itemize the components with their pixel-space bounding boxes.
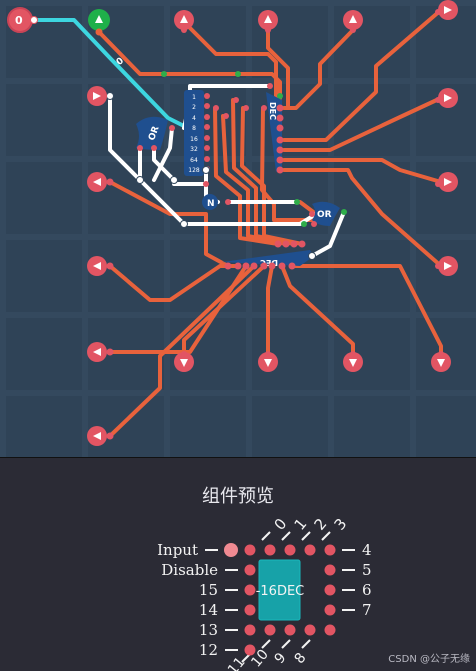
chip-label: -16DEC [256, 584, 305, 599]
active-wire[interactable] [32, 18, 190, 130]
circuit-board[interactable]: 0 1 2 4 8 16 32 64 128 DEC [0, 0, 476, 457]
input-counter-label: 0 [15, 14, 23, 27]
arrow-up-icon [95, 15, 103, 23]
decoder-pin-64: 64 [190, 157, 198, 164]
wire-junction-dots [161, 71, 347, 227]
or-gate-right-label: OR [317, 210, 332, 220]
label-3: 3 [330, 515, 350, 534]
wire-endpoints [106, 9, 444, 440]
preview-pins [224, 543, 336, 656]
label-6: 6 [362, 581, 372, 599]
label-4: 4 [362, 541, 372, 559]
arrow-left-icon [93, 178, 101, 186]
decoder-pin-8: 8 [192, 125, 196, 132]
bottom-pins[interactable] [174, 352, 451, 372]
arrow-up-icon [180, 15, 188, 23]
arrow-down-icon [349, 359, 357, 367]
active-input-pin[interactable] [88, 9, 110, 36]
label-14: 14 [198, 601, 218, 619]
arrow-up-icon [349, 15, 357, 23]
arrow-down-icon [264, 359, 272, 367]
arrow-left-icon [93, 262, 101, 270]
arrow-down-icon [437, 359, 445, 367]
label-15: 15 [198, 581, 218, 599]
decoder-dec-bottom-label: DEC [260, 258, 278, 267]
arrow-right-icon [444, 178, 452, 186]
label-12: 12 [198, 641, 218, 659]
panel-divider [0, 457, 476, 458]
arrow-right-icon [93, 92, 101, 100]
decoder-dec-top-pins[interactable] [213, 83, 284, 174]
not-gate[interactable]: N [202, 181, 231, 210]
arrow-right-icon [444, 6, 452, 14]
label-input: Input [157, 541, 198, 559]
decoder-pin-32: 32 [190, 146, 198, 153]
decoder-pin-1: 1 [192, 94, 196, 101]
arrow-left-icon [93, 348, 101, 356]
decoder-left-chip[interactable]: 1 2 4 8 16 32 64 128 [184, 90, 204, 176]
label-disable: Disable [161, 561, 218, 579]
or-gate-left-label: OR [147, 125, 161, 142]
decoder-pin-16: 16 [190, 136, 198, 143]
component-preview-panel: 组件预览 Input Disable 15 14 13 12 4 5 6 7 [0, 458, 476, 671]
label-13: 13 [198, 621, 218, 639]
decoder-chip-preview [258, 559, 301, 621]
left-pins[interactable] [87, 86, 107, 446]
label-7: 7 [362, 601, 372, 619]
arrow-right-icon [444, 262, 452, 270]
decoder-dec-bottom[interactable]: DEC [222, 250, 314, 267]
label-5: 5 [362, 561, 372, 579]
watermark: CSDN @公子无缘 [388, 654, 470, 665]
label-1: 1 [290, 515, 310, 534]
arrow-right-icon [444, 94, 452, 102]
label-8: 8 [292, 650, 310, 667]
preview-title: 组件预览 [202, 486, 274, 507]
right-pins[interactable] [438, 0, 458, 276]
or-gate-right[interactable]: OR [309, 201, 340, 227]
wire-value-label: 0 [115, 56, 126, 68]
label-2: 2 [310, 515, 330, 534]
white-junctions [106, 92, 316, 260]
decoder-pin-4: 4 [192, 115, 196, 122]
top-pins[interactable] [174, 10, 363, 30]
not-gate-label: N [207, 199, 215, 209]
input-counter[interactable]: 0 [7, 7, 38, 33]
label-9: 9 [272, 650, 290, 667]
decoder-dec-top-label: DEC [268, 102, 277, 120]
decoder-dec-bottom-pins[interactable] [224, 240, 306, 270]
decoder-pin-128: 128 [188, 167, 200, 174]
arrow-up-icon [264, 15, 272, 23]
label-11: 11 [225, 654, 249, 671]
label-0: 0 [270, 515, 290, 534]
arrow-left-icon [93, 432, 101, 440]
decoder-pin-2: 2 [192, 104, 196, 111]
arrow-down-icon [180, 359, 188, 367]
decoder-left-pins[interactable] [204, 93, 210, 172]
or-gate-left[interactable]: OR [136, 116, 175, 151]
